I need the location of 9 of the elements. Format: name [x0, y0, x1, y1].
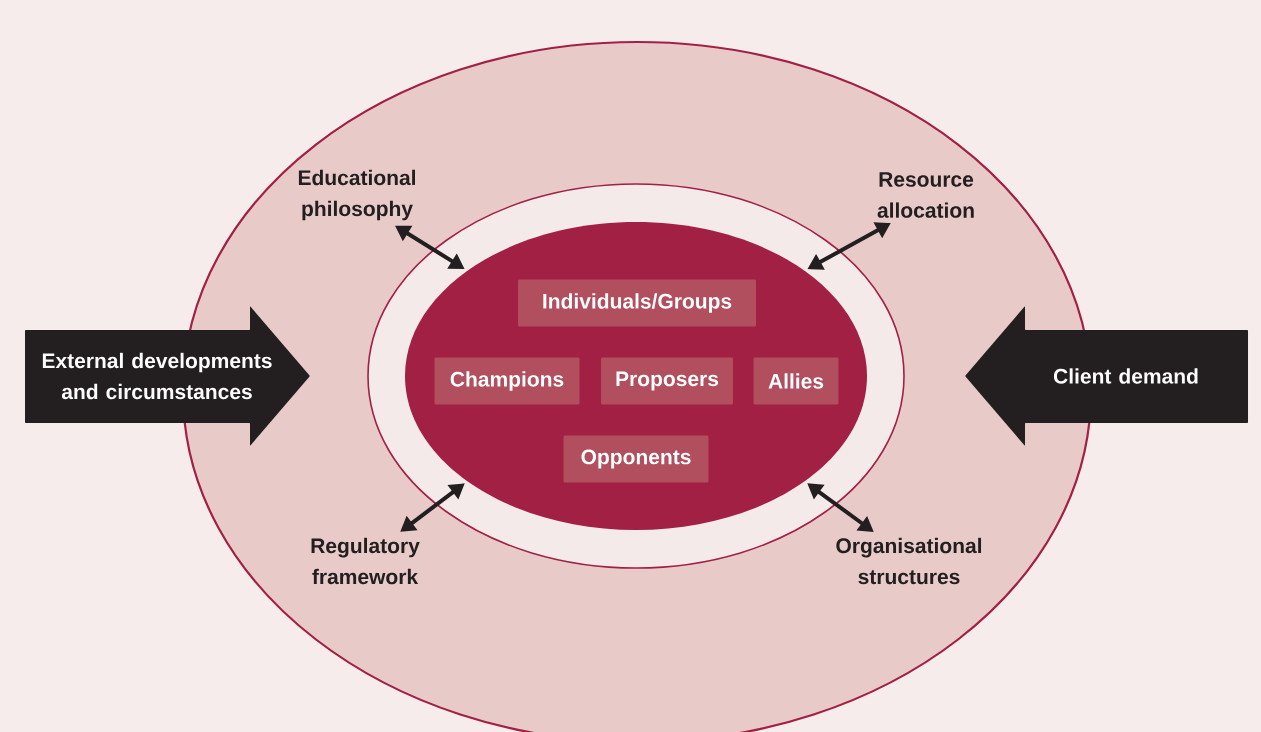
factor-label: Regulatory framework [311, 537, 420, 585]
group-box: Individuals/Groups [518, 279, 756, 327]
group-box: Champions [434, 357, 580, 405]
group-box: Allies [753, 357, 839, 405]
factor-label: Organisational structures [836, 537, 982, 585]
group-box: Opponents [563, 435, 709, 483]
factor-label: Resource allocation [877, 172, 974, 218]
group-box: Proposers [601, 357, 733, 405]
factor-label: Educational philosophy [298, 169, 416, 221]
